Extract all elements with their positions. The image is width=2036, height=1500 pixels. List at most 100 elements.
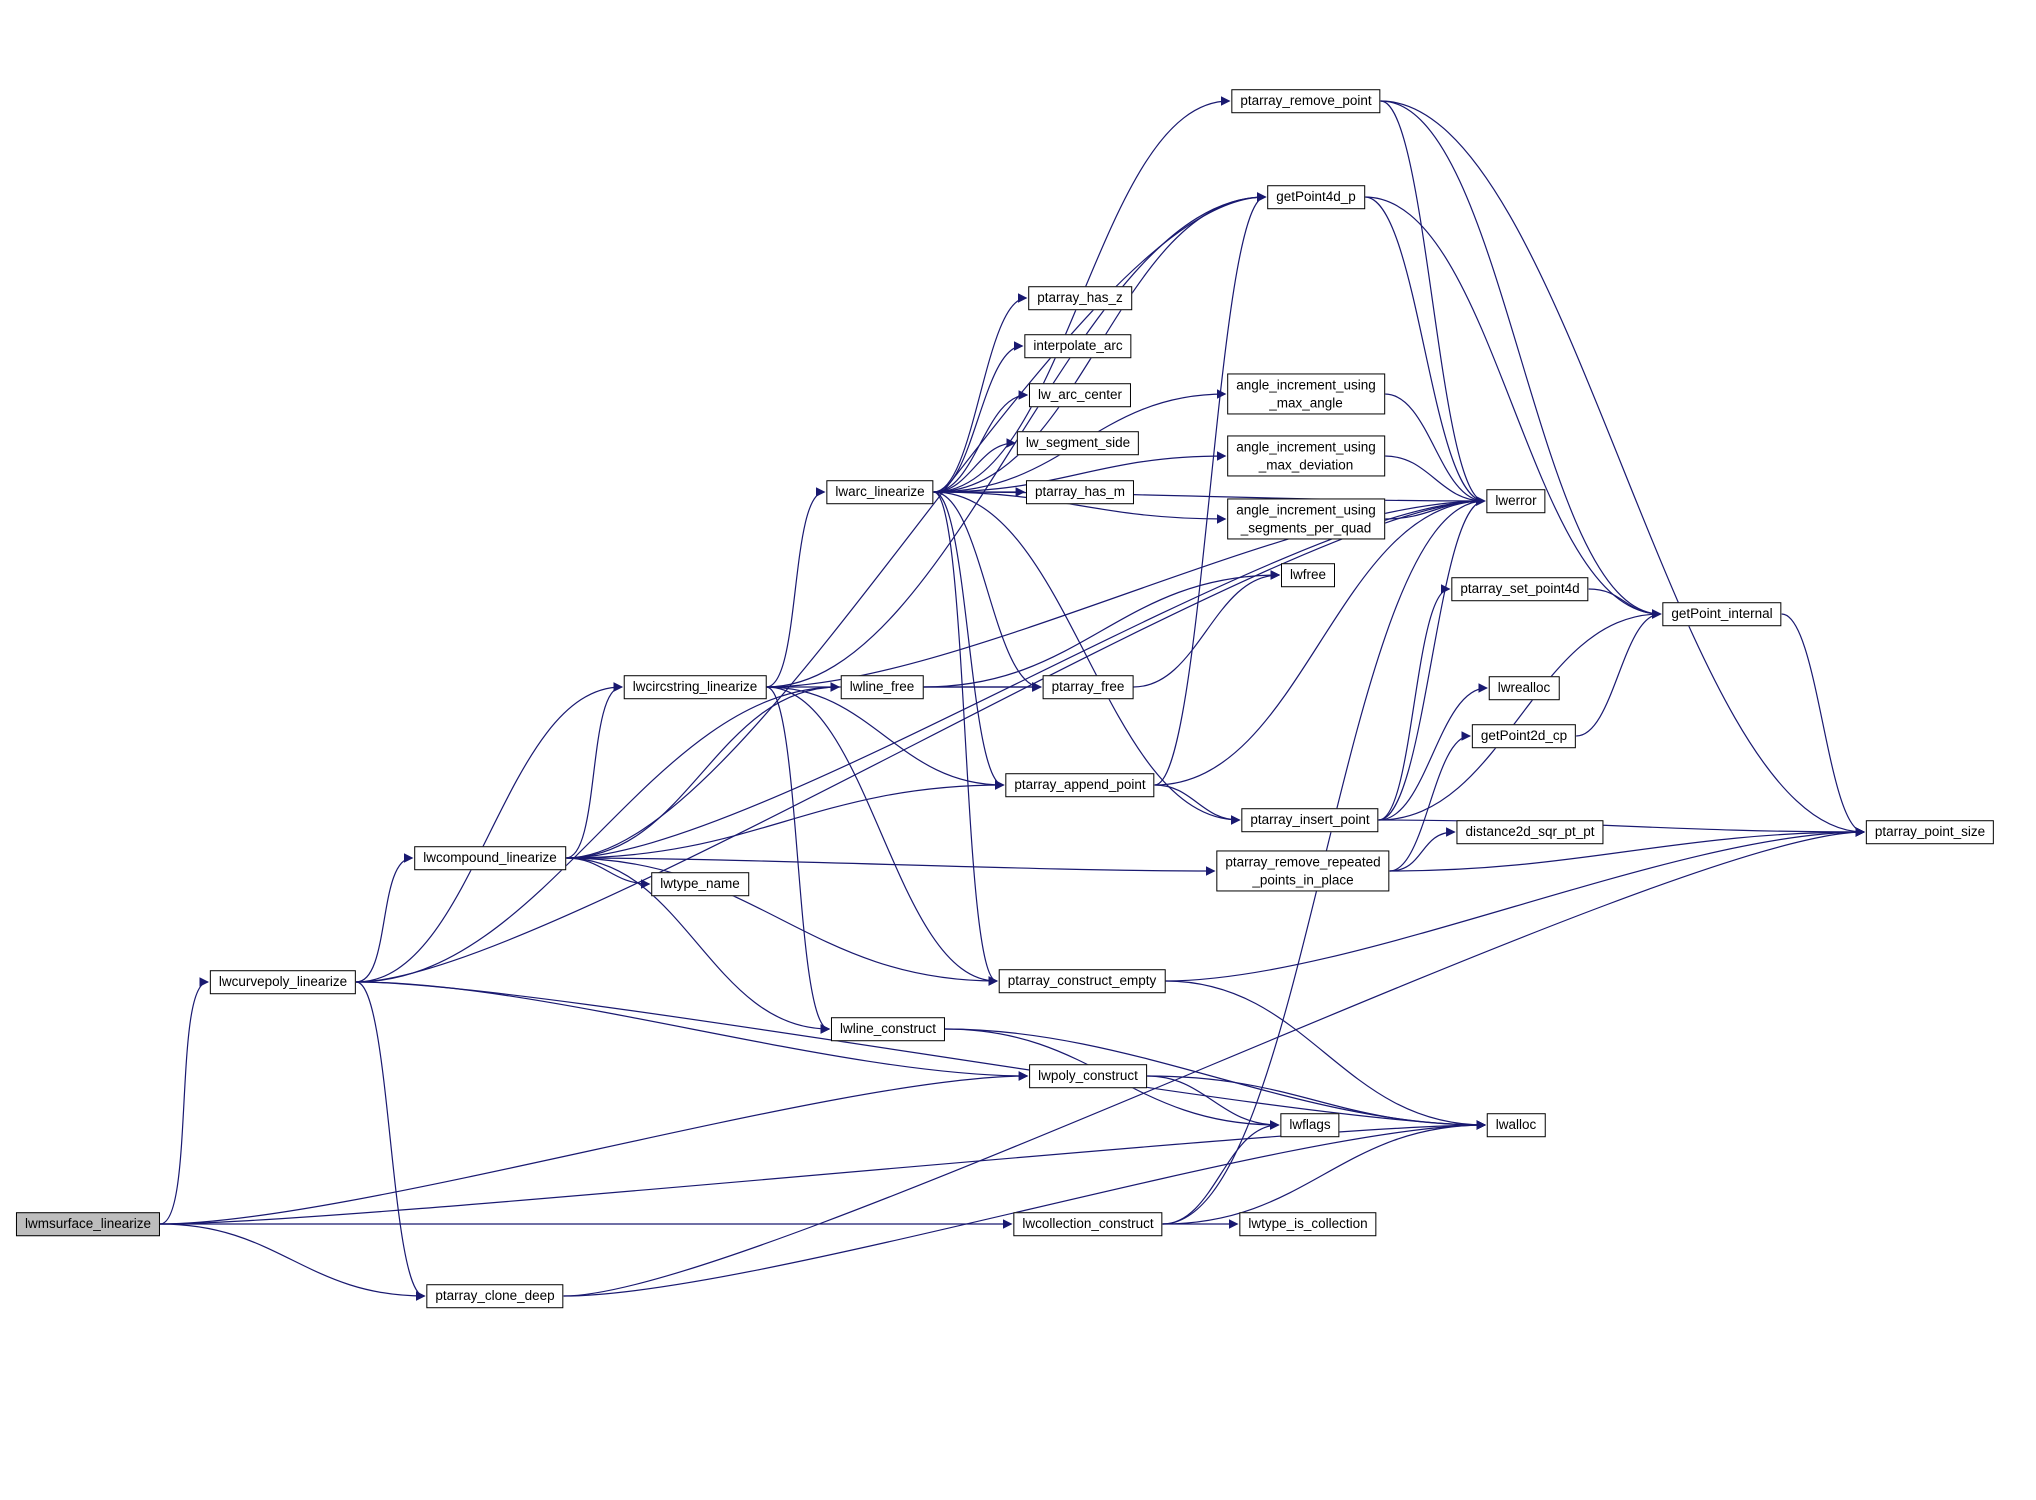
edge-ptarray_insert_point--lwerror bbox=[1378, 496, 1486, 821]
edge-ptarray_construct_empty--ptarray_point_size bbox=[1165, 827, 1866, 982]
node-lwerror[interactable]: lwerror bbox=[1486, 489, 1546, 513]
node-lwalloc[interactable]: lwalloc bbox=[1486, 1113, 1546, 1137]
edge-lwcompound_linearize--ptarray_append_point bbox=[565, 780, 1005, 859]
edge-lwcurvepoly_linearize--lwcircstring_linearize bbox=[356, 682, 623, 983]
edge-lwcompound_linearize--ptarray_remove_repeated_points_in_place bbox=[565, 857, 1216, 876]
edge-lwcurvepoly_linearize--lwcompound_linearize bbox=[356, 853, 414, 983]
node-ptarray_clone_deep[interactable]: ptarray_clone_deep bbox=[426, 1284, 564, 1308]
node-ptarray_construct_empty[interactable]: ptarray_construct_empty bbox=[998, 969, 1166, 993]
edge-lwcircstring_linearize--lwline_construct bbox=[766, 686, 831, 1034]
node-ptarray_set_point4d[interactable]: ptarray_set_point4d bbox=[1451, 577, 1589, 601]
edge-ptarray_set_point4d--getPoint_internal bbox=[1588, 588, 1662, 619]
node-ptarray_free[interactable]: ptarray_free bbox=[1042, 675, 1134, 699]
edge-lwarc_linearize--ptarray_append_point bbox=[933, 491, 1005, 790]
node-getPoint_internal[interactable]: getPoint_internal bbox=[1662, 602, 1782, 626]
edge-lwcircstring_linearize--ptarray_construct_empty bbox=[766, 686, 998, 986]
edge-ptarray_insert_point--ptarray_set_point4d bbox=[1378, 584, 1451, 821]
edge-lwarc_linearize--ptarray_insert_point bbox=[933, 491, 1241, 825]
edge-ptarray_remove_point--ptarray_point_size bbox=[1380, 100, 1866, 837]
node-ptarray_remove_point[interactable]: ptarray_remove_point bbox=[1231, 89, 1381, 113]
node-ptarray_append_point[interactable]: ptarray_append_point bbox=[1005, 773, 1155, 797]
edge-ptarray_clone_deep--lwalloc bbox=[563, 1120, 1486, 1297]
edge-lwarc_linearize--ptarray_has_z bbox=[933, 293, 1028, 493]
edge-lwcompound_linearize--lwcircstring_linearize bbox=[565, 682, 623, 859]
node-ptarray_insert_point[interactable]: ptarray_insert_point bbox=[1241, 808, 1379, 832]
edge-lwarc_linearize--ptarray_free bbox=[933, 491, 1042, 692]
edge-lwmsurface_linearize--lwalloc bbox=[160, 1120, 1486, 1225]
edge-lwarc_linearize--lw_arc_center bbox=[933, 390, 1029, 493]
edge-getPoint2d_cp--getPoint_internal bbox=[1576, 609, 1662, 737]
edge-lwcompound_linearize--lwline_construct bbox=[565, 857, 831, 1034]
edge-ptarray_insert_point--ptarray_point_size bbox=[1378, 819, 1866, 837]
node-ptarray_has_z[interactable]: ptarray_has_z bbox=[1028, 286, 1132, 310]
node-lwcircstring_linearize[interactable]: lwcircstring_linearize bbox=[623, 675, 767, 699]
edge-lwmsurface_linearize--lwcurvepoly_linearize bbox=[159, 977, 210, 1225]
edge-getPoint4d_p--getPoint_internal bbox=[1364, 196, 1662, 619]
edge-lwcompound_linearize--lwline_free bbox=[565, 682, 840, 859]
edge-lwcurvepoly_linearize--ptarray_clone_deep bbox=[356, 981, 426, 1301]
node-ptarray_remove_repeated_points_in_place[interactable]: ptarray_remove_repeated _points_in_place bbox=[1216, 850, 1390, 892]
node-distance2d_sqr_pt_pt[interactable]: distance2d_sqr_pt_pt bbox=[1456, 820, 1604, 844]
edge-lwcircstring_linearize--ptarray_append_point bbox=[766, 686, 1005, 790]
edge-lwarc_linearize--angle_increment_using_max_deviation bbox=[933, 451, 1227, 493]
edge-lwarc_linearize--lw_segment_side bbox=[933, 438, 1017, 493]
edge-ptarray_append_point--lwerror bbox=[1154, 496, 1486, 786]
edge-angle_increment_using_max_angle--lwerror bbox=[1384, 393, 1486, 506]
edge-lwline_free--lwfree bbox=[923, 570, 1281, 688]
node-lwfree[interactable]: lwfree bbox=[1280, 563, 1336, 587]
edge-lwarc_linearize--interpolate_arc bbox=[933, 341, 1024, 493]
edge-ptarray_construct_empty--lwalloc bbox=[1165, 980, 1486, 1130]
node-lwtype_name[interactable]: lwtype_name bbox=[651, 872, 749, 896]
node-lwcollection_construct[interactable]: lwcollection_construct bbox=[1013, 1212, 1163, 1236]
edge-ptarray_remove_repeated_points_in_place--getPoint2d_cp bbox=[1389, 731, 1472, 872]
node-angle_increment_using_max_angle[interactable]: angle_increment_using _max_angle bbox=[1227, 373, 1385, 415]
node-lwflags[interactable]: lwflags bbox=[1280, 1113, 1340, 1137]
edge-lwmsurface_linearize--lwpoly_construct bbox=[160, 1071, 1029, 1225]
edge-getPoint_internal--ptarray_point_size bbox=[1781, 613, 1866, 837]
edge-lwcompound_linearize--ptarray_construct_empty bbox=[565, 857, 998, 986]
edge-lwcircstring_linearize--lwarc_linearize bbox=[766, 487, 826, 688]
edge-lwcurvepoly_linearize--lwline_free bbox=[356, 682, 840, 983]
edge-ptarray_append_point--ptarray_insert_point bbox=[1154, 784, 1241, 825]
node-getPoint4d_p[interactable]: getPoint4d_p bbox=[1267, 185, 1365, 209]
node-lwline_construct[interactable]: lwline_construct bbox=[830, 1017, 946, 1041]
edge-ptarray_remove_point--lwerror bbox=[1380, 100, 1486, 506]
edge-ptarray_remove_point--getPoint_internal bbox=[1380, 100, 1662, 619]
edge-lwarc_linearize--ptarray_construct_empty bbox=[933, 491, 998, 986]
node-angle_increment_using_segments_per_quad[interactable]: angle_increment_using _segments_per_quad bbox=[1227, 498, 1385, 540]
node-ptarray_has_m[interactable]: ptarray_has_m bbox=[1025, 480, 1135, 504]
node-angle_increment_using_max_deviation[interactable]: angle_increment_using _max_deviation bbox=[1227, 435, 1385, 477]
node-lw_arc_center[interactable]: lw_arc_center bbox=[1028, 383, 1132, 407]
edge-ptarray_remove_repeated_points_in_place--ptarray_point_size bbox=[1389, 827, 1866, 872]
node-lwmsurface_linearize[interactable]: lwmsurface_linearize bbox=[15, 1212, 161, 1236]
node-ptarray_point_size[interactable]: ptarray_point_size bbox=[1865, 820, 1995, 844]
edge-ptarray_clone_deep--ptarray_point_size bbox=[563, 827, 1866, 1297]
node-lwrealloc[interactable]: lwrealloc bbox=[1488, 676, 1560, 700]
node-lwcompound_linearize[interactable]: lwcompound_linearize bbox=[414, 846, 566, 870]
edge-ptarray_insert_point--getPoint_internal bbox=[1378, 609, 1662, 821]
edge-lwarc_linearize--angle_increment_using_segments_per_quad bbox=[933, 491, 1227, 524]
node-getPoint2d_cp[interactable]: getPoint2d_cp bbox=[1471, 724, 1577, 748]
node-lwcurvepoly_linearize[interactable]: lwcurvepoly_linearize bbox=[209, 970, 357, 994]
node-interpolate_arc[interactable]: interpolate_arc bbox=[1024, 334, 1132, 358]
node-lwtype_is_collection[interactable]: lwtype_is_collection bbox=[1239, 1212, 1377, 1236]
node-lw_segment_side[interactable]: lw_segment_side bbox=[1016, 431, 1140, 455]
edge-ptarray_insert_point--lwrealloc bbox=[1378, 683, 1488, 821]
edge-ptarray_remove_repeated_points_in_place--distance2d_sqr_pt_pt bbox=[1389, 827, 1456, 872]
edge-lwpoly_construct--lwflags bbox=[1146, 1075, 1280, 1130]
edge-ptarray_free--lwfree bbox=[1133, 570, 1281, 688]
node-lwpoly_construct[interactable]: lwpoly_construct bbox=[1029, 1064, 1147, 1088]
edge-lwpoly_construct--lwalloc bbox=[1146, 1075, 1486, 1130]
edge-lwmsurface_linearize--ptarray_clone_deep bbox=[160, 1223, 426, 1301]
edge-ptarray_append_point--getPoint4d_p bbox=[1154, 192, 1267, 786]
edge-angle_increment_using_max_deviation--lwerror bbox=[1384, 455, 1486, 506]
edge-lwcurvepoly_linearize--lwalloc bbox=[356, 981, 1486, 1130]
node-lwline_free[interactable]: lwline_free bbox=[840, 675, 924, 699]
node-lwarc_linearize[interactable]: lwarc_linearize bbox=[826, 480, 934, 504]
edge-angle_increment_using_segments_per_quad--lwerror bbox=[1384, 496, 1486, 520]
edge-lwcollection_construct--lwalloc bbox=[1162, 1120, 1486, 1225]
edge-paths bbox=[159, 96, 1866, 1301]
